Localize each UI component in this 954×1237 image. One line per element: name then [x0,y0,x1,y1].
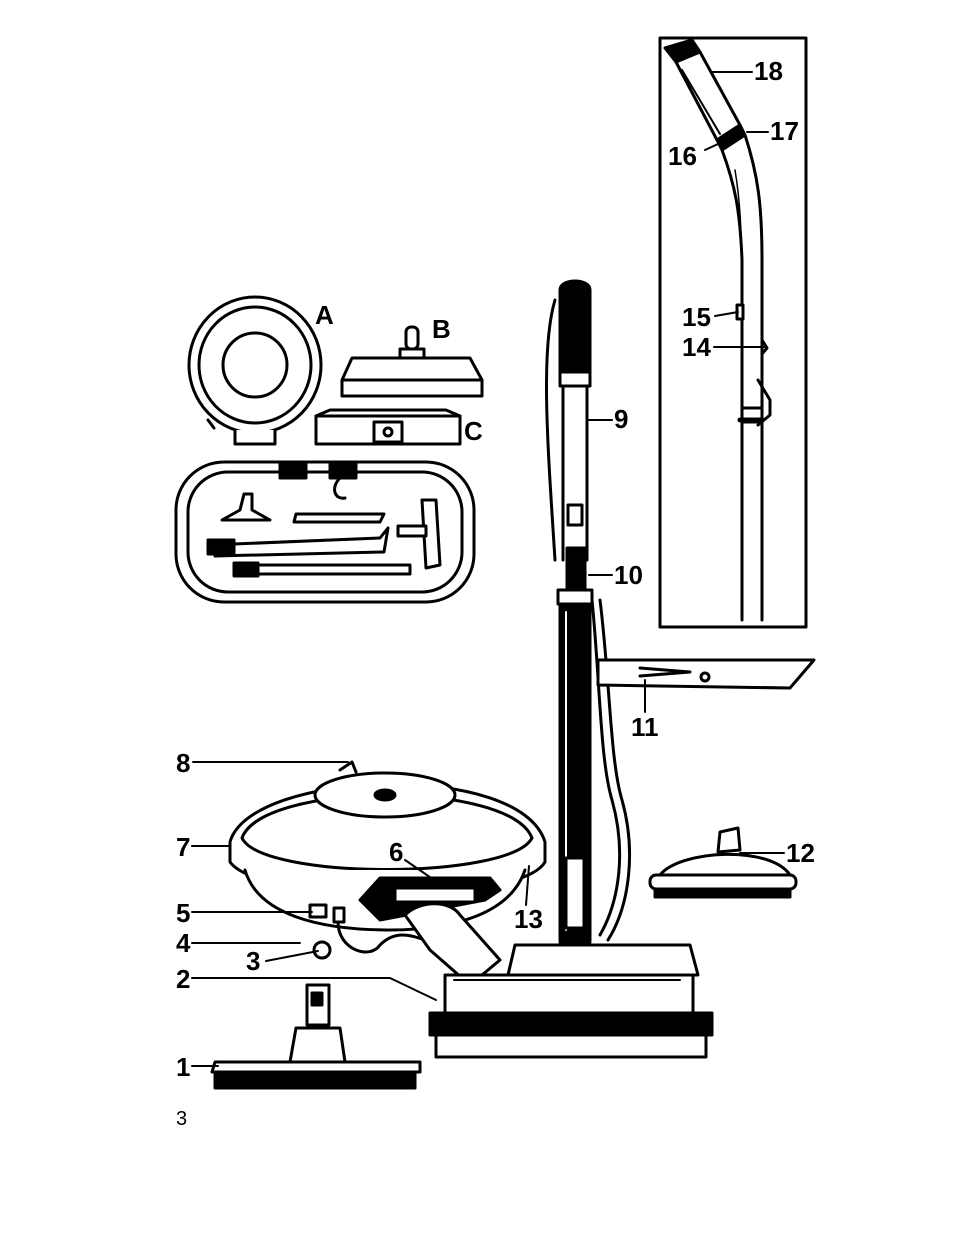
callout-16: 16 [668,141,697,171]
canister-body [230,762,545,985]
hose [592,600,630,940]
callout-11: 11 [631,712,659,742]
accessory-tray [176,462,474,602]
callout-17: 17 [770,116,799,146]
callout-18: 18 [754,56,783,86]
callout-4: 4 [176,928,191,958]
callout-10: 10 [614,560,643,590]
callout-1: 1 [176,1052,190,1082]
callout-6: 6 [389,837,403,867]
accessory-a-filter-disc [189,297,321,444]
callout-13: 13 [514,904,543,934]
callout-2: 2 [176,964,190,994]
callout-12: 12 [786,838,815,868]
dusting-brush [650,828,796,897]
callout-3: 3 [246,946,260,976]
callout-8: 8 [176,748,190,778]
accessory-label-b: B [432,314,451,344]
callout-7: 7 [176,832,190,862]
callout-15: 15 [682,302,711,332]
floor-brush [212,985,420,1088]
accessory-b-floor-tool [342,327,482,396]
accessory-c-nozzle [316,410,460,444]
callout-9: 9 [614,404,628,434]
hose-handle-detail [665,40,770,620]
crevice-tool [598,660,814,688]
accessory-label-a: A [315,300,334,330]
page-number: 3 [176,1108,187,1131]
accessory-label-c: C [464,416,483,446]
callout-14: 14 [682,332,711,362]
callout-5: 5 [176,898,190,928]
wand-tube [546,281,592,959]
